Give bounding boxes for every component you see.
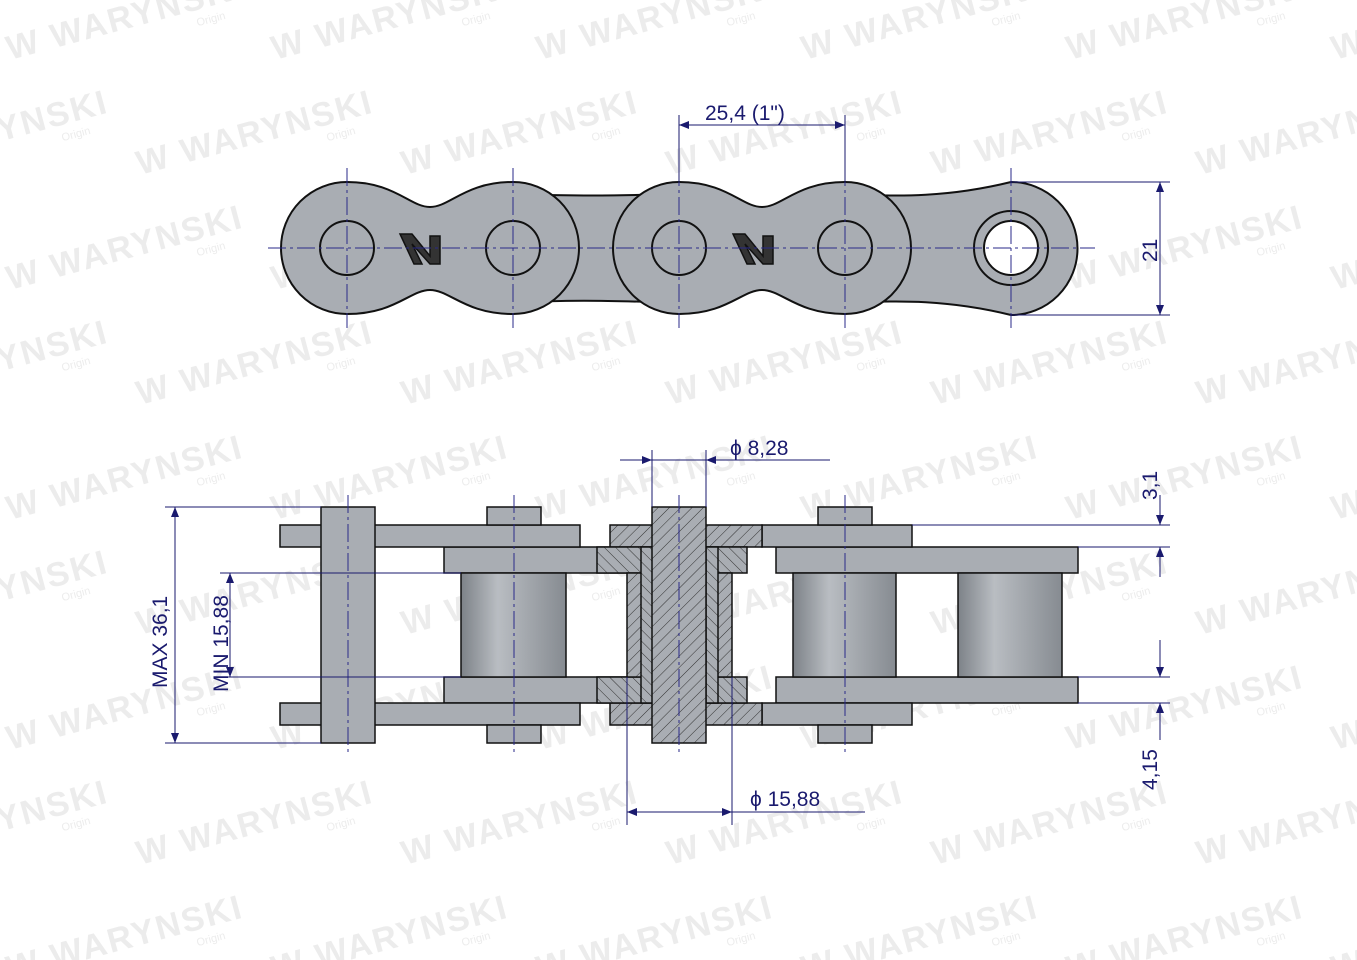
centerlines-top [268,168,1095,328]
svg-text:W WARYNSKI: W WARYNSKI [797,888,1042,960]
svg-text:W WARYNSKI: W WARYNSKI [1192,773,1357,873]
svg-text:W WARYNSKI: W WARYNSKI [2,0,247,68]
svg-text:W WARYNSKI: W WARYNSKI [1327,658,1357,758]
pitch-label: 25,4 (1") [705,102,785,125]
svg-text:W WARYNSKI: W WARYNSKI [1192,83,1357,183]
pin-diameter-label: ϕ 8,28 [730,437,788,460]
inner-plate-thickness-label: 4,15 [1139,749,1162,790]
centerlines-side [347,495,846,755]
svg-text:W WARYNSKI: W WARYNSKI [0,313,112,413]
roller [957,572,1063,678]
svg-text:W WARYNSKI: W WARYNSKI [0,543,112,643]
svg-text:W WARYNSKI: W WARYNSKI [1327,888,1357,960]
w-logo-icon [731,233,774,265]
svg-text:W WARYNSKI: W WARYNSKI [1327,0,1357,68]
svg-text:W WARYNSKI: W WARYNSKI [1062,888,1307,960]
svg-text:W WARYNSKI: W WARYNSKI [1192,543,1357,643]
svg-text:W WARYNSKI: W WARYNSKI [267,888,512,960]
plate-thickness-label: 3,1 [1139,471,1162,500]
svg-text:W WARYNSKI: W WARYNSKI [2,888,247,960]
svg-text:W WARYNSKI: W WARYNSKI [0,773,112,873]
svg-text:W WARYNSKI: W WARYNSKI [532,888,777,960]
svg-text:W WARYNSKI: W WARYNSKI [267,0,512,68]
svg-text:W WARYNSKI: W WARYNSKI [532,0,777,68]
svg-text:W WARYNSKI: W WARYNSKI [1327,198,1357,298]
roller-diameter-label: ϕ 15,88 [750,788,820,811]
plate-height-label: 21 [1139,239,1162,262]
svg-text:W WARYNSKI: W WARYNSKI [797,0,1042,68]
svg-text:W WARYNSKI: W WARYNSKI [0,83,112,183]
svg-text:W WARYNSKI: W WARYNSKI [1327,428,1357,528]
w-logo-icon [398,233,441,265]
max-width-label: MAX 36,1 [149,596,172,688]
min-inner-width-label: MIN 15,88 [210,595,233,692]
svg-text:W WARYNSKI: W WARYNSKI [1192,313,1357,413]
dimension-lines [165,115,1170,825]
svg-text:W WARYNSKI: W WARYNSKI [1062,0,1307,68]
